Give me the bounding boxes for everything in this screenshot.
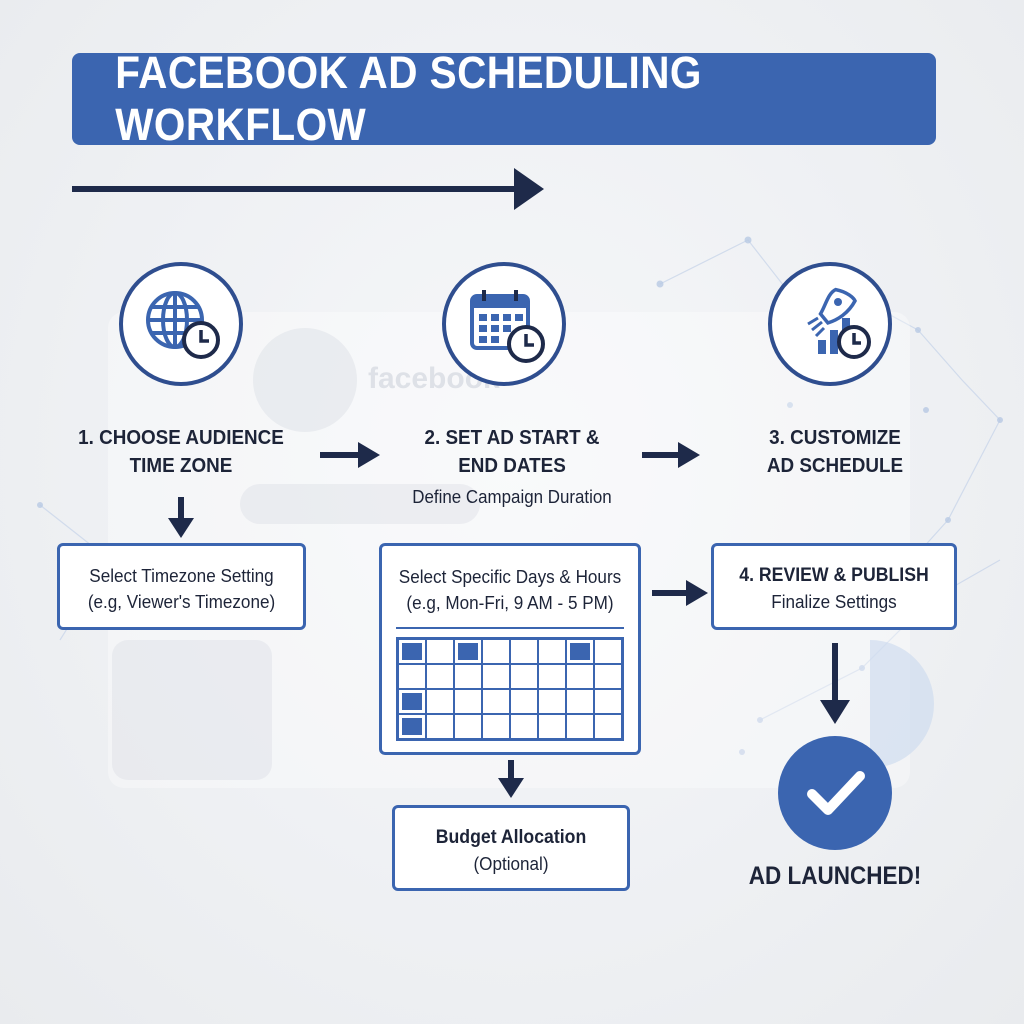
schedule-cell-selected[interactable] bbox=[398, 639, 426, 664]
schedule-cell[interactable] bbox=[482, 639, 510, 664]
step-1-title: 1. CHOOSE AUDIENCE TIME ZONE bbox=[78, 426, 284, 477]
step-1-circle bbox=[119, 262, 243, 386]
calendar-clock-icon bbox=[470, 290, 545, 363]
budget-box-title: Budget Allocation bbox=[435, 827, 587, 848]
page-title: FACEBOOK AD SCHEDULING WORKFLOW bbox=[115, 47, 702, 150]
schedule-cell[interactable] bbox=[594, 689, 622, 714]
schedule-cell[interactable] bbox=[510, 689, 538, 714]
schedule-cell[interactable] bbox=[454, 714, 482, 739]
timezone-setting-box[interactable]: Select Timezone Setting (e.g, Viewer's T… bbox=[57, 543, 306, 630]
checkmark-icon bbox=[807, 771, 865, 815]
schedule-cell[interactable] bbox=[482, 714, 510, 739]
schedule-cell[interactable] bbox=[482, 689, 510, 714]
schedule-box-line-1: Select Specific Days & Hours bbox=[398, 567, 622, 587]
schedule-cell[interactable] bbox=[454, 664, 482, 689]
schedule-box-line-2: (e.g, Mon-Fri, 9 AM - 5 PM) bbox=[406, 593, 614, 613]
schedule-cell[interactable] bbox=[566, 664, 594, 689]
timezone-box-line-1: Select Timezone Setting bbox=[89, 566, 274, 586]
schedule-cell[interactable] bbox=[426, 689, 454, 714]
step-2-subtitle: Define Campaign Duration bbox=[412, 487, 612, 507]
title-banner: FACEBOOK AD SCHEDULING WORKFLOW bbox=[72, 47, 936, 150]
schedule-cell[interactable] bbox=[538, 639, 566, 664]
review-publish-box[interactable]: 4. REVIEW & PUBLISH Finalize Settings bbox=[711, 543, 957, 630]
schedule-cell[interactable] bbox=[594, 664, 622, 689]
schedule-cell[interactable] bbox=[454, 689, 482, 714]
rocket-chart-icon bbox=[807, 287, 871, 359]
schedule-cell[interactable] bbox=[482, 664, 510, 689]
schedule-cell-selected[interactable] bbox=[398, 714, 426, 739]
step-3-title: 3. CUSTOMIZE AD SCHEDULE bbox=[766, 426, 904, 477]
schedule-cell[interactable] bbox=[398, 664, 426, 689]
schedule-cell[interactable] bbox=[510, 714, 538, 739]
schedule-cell-selected[interactable] bbox=[454, 639, 482, 664]
schedule-cell[interactable] bbox=[426, 639, 454, 664]
schedule-cell[interactable] bbox=[538, 664, 566, 689]
globe-clock-icon bbox=[146, 291, 220, 359]
launch-circle bbox=[778, 736, 892, 850]
review-box-subtitle: Finalize Settings bbox=[771, 592, 897, 612]
schedule-cell[interactable] bbox=[510, 639, 538, 664]
review-box-title: 4. REVIEW & PUBLISH bbox=[739, 565, 929, 586]
schedule-cell[interactable] bbox=[510, 664, 538, 689]
step-2-circle bbox=[442, 262, 566, 386]
schedule-grid[interactable] bbox=[396, 637, 624, 741]
schedule-cell-selected[interactable] bbox=[398, 689, 426, 714]
schedule-cell[interactable] bbox=[594, 714, 622, 739]
schedule-cell[interactable] bbox=[426, 664, 454, 689]
schedule-cell[interactable] bbox=[538, 689, 566, 714]
schedule-cell[interactable] bbox=[566, 714, 594, 739]
launch-label: AD LAUNCHED! bbox=[748, 862, 922, 890]
step-2-title: 2. SET AD START & END DATES bbox=[424, 426, 600, 477]
schedule-cell[interactable] bbox=[594, 639, 622, 664]
schedule-cell[interactable] bbox=[426, 714, 454, 739]
schedule-cell[interactable] bbox=[538, 714, 566, 739]
schedule-cell-selected[interactable] bbox=[566, 639, 594, 664]
schedule-divider bbox=[396, 627, 624, 629]
schedule-cell[interactable] bbox=[566, 689, 594, 714]
budget-allocation-box[interactable]: Budget Allocation (Optional) bbox=[392, 805, 630, 891]
budget-box-subtitle: (Optional) bbox=[473, 854, 549, 874]
step-3-circle bbox=[768, 262, 892, 386]
timezone-box-line-2: (e.g, Viewer's Timezone) bbox=[87, 592, 276, 612]
